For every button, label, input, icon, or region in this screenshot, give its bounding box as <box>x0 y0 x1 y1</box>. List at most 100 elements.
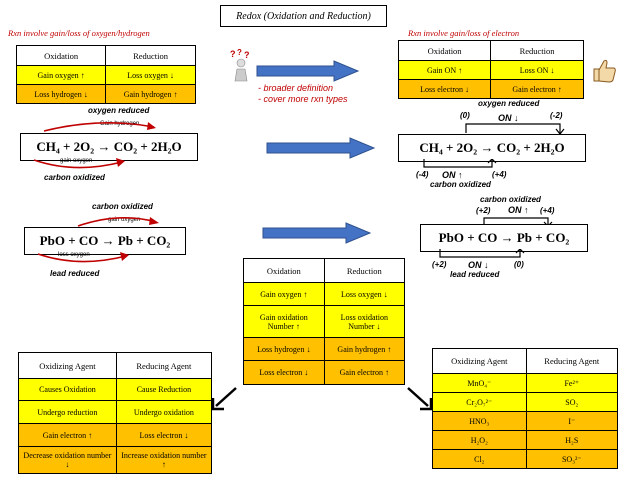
arrow-right-icon <box>256 60 360 82</box>
right-heading: Rxn involve gain/loss of electron <box>408 28 520 38</box>
curved-arrow-icon <box>43 122 156 132</box>
bracket-line <box>439 249 525 258</box>
table-cell: Fe²⁺ <box>525 373 619 393</box>
svg-text:?: ? <box>230 49 236 59</box>
table-cell: Loss hydrogen ↓ <box>15 84 107 104</box>
eq1-left-bottom-label: carbon oxidized <box>44 173 105 182</box>
table-cell: Loss electron ↓ <box>397 79 492 99</box>
eq2-right-on: ON ↑ <box>508 205 529 215</box>
arrow-down-right-icon <box>407 387 433 411</box>
table-cell: Loss oxygen ↓ <box>105 65 196 85</box>
table-cell: Loss oxygen ↓ <box>323 282 406 306</box>
table-header: Oxidizing Agent <box>432 348 527 374</box>
table-cell: Loss electron ↓ <box>115 423 213 447</box>
eq1-left-top-small: Gain hydrogen <box>100 121 140 127</box>
eq1-right-num: (+4) <box>492 170 507 179</box>
eq1-left-top-label: oxygen reduced <box>88 106 150 115</box>
eq2-right-box: PbO + CO → Pb + CO₂ <box>420 224 588 252</box>
bracket-line <box>423 159 497 168</box>
curved-arrow-icon <box>33 158 125 169</box>
table-cell: Gain electron ↑ <box>323 360 406 385</box>
table-cell: Gain oxygen ↑ <box>15 65 107 85</box>
eq2-left-top-label: carbon oxidized <box>92 202 153 211</box>
table-cell: I⁻ <box>525 411 619 431</box>
note-line: - cover more rxn types <box>258 94 348 104</box>
arrow-right-icon <box>262 222 372 244</box>
equation-text: PbO + CO → Pb + CO₂ <box>438 230 570 245</box>
table-cell: Loss hydrogen ↓ <box>243 337 325 361</box>
eq1-left-box: CH₄ + 2O₂ → CO₂ + 2H₂O <box>20 133 198 161</box>
table-cell: Gain oxidation Number ↑ <box>243 305 325 338</box>
bracket-line <box>483 217 553 226</box>
table-cell: Undergo oxidation <box>115 400 213 424</box>
table-cell: Gain oxygen ↑ <box>243 282 325 306</box>
eq1-left-bottom-small: gain oxygen <box>60 158 93 164</box>
eq2-left-bottom-small: loss oxygen <box>58 252 90 258</box>
table-cell: Gain ON ↑ <box>397 60 492 80</box>
table-cell: Undergo reduction <box>18 400 117 424</box>
table-cell: Cl₂ <box>432 449 527 469</box>
eq1-right-num: (0) <box>460 111 470 120</box>
thumbs-up-icon <box>593 59 616 83</box>
table-header: Oxidation <box>15 45 107 66</box>
equation-text: CH₄ + 2O₂ → CO₂ + 2H₂O <box>36 139 182 154</box>
bracket-line <box>465 123 565 134</box>
arrow-down-left-icon <box>211 387 237 411</box>
curved-arrow-icon <box>77 217 159 227</box>
table-header: Oxidizing Agent <box>18 352 117 379</box>
table-header: Reducing Agent <box>115 352 213 379</box>
table-cell: Gain electron ↑ <box>18 423 117 447</box>
eq2-right-num: (+4) <box>540 206 555 215</box>
note-line: - broader definition <box>258 83 334 93</box>
svg-text:?: ? <box>244 50 250 60</box>
equation-text: CH₄ + 2O₂ → CO₂ + 2H₂O <box>419 140 565 155</box>
table-cell: MnO₄⁻ <box>432 373 527 393</box>
table-cell: H₂O₂ <box>432 430 527 450</box>
eq2-left-box: PbO + CO → Pb + CO₂ <box>24 227 186 255</box>
table-cell: SO₂ <box>525 392 619 412</box>
table-cell: Loss oxidation Number ↓ <box>323 305 406 338</box>
eq1-right-num: (-2) <box>550 111 563 120</box>
table-cell: Cause Reduction <box>115 378 213 401</box>
eq1-right-bottom-label: carbon oxidized <box>430 180 491 189</box>
eq1-right-box: CH₄ + 2O₂ → CO₂ + 2H₂O <box>398 134 586 162</box>
eq2-right-num: (+2) <box>432 260 447 269</box>
table-cell: Decrease oxidation number ↓ <box>18 446 117 474</box>
eq2-right-bottom-label: lead reduced <box>450 270 500 279</box>
title-text: Redox (Oxidation and Reduction) <box>236 10 371 22</box>
eq1-right-top-label: oxygen reduced <box>478 99 540 108</box>
table-cell: Cr₂O₇²⁻ <box>432 392 527 412</box>
left-heading: Rxn involve gain/loss of oxygen/hydrogen <box>8 28 150 38</box>
eq1-right-on: ON ↑ <box>442 170 463 180</box>
table-header: Reduction <box>490 40 584 61</box>
svg-text:?: ? <box>237 48 242 57</box>
table-cell: Gain electron ↑ <box>490 79 584 99</box>
eq2-left-bottom-label: lead reduced <box>50 269 100 278</box>
table-cell: H₂S <box>525 430 619 450</box>
table-header: Oxidation <box>243 258 325 283</box>
table-cell: Loss ON ↓ <box>490 60 584 80</box>
eq2-right-num: (+2) <box>476 206 491 215</box>
arrow-right-icon <box>266 137 376 159</box>
table-header: Reducing Agent <box>525 348 619 374</box>
page-title: Redox (Oxidation and Reduction) <box>220 5 387 27</box>
table-header: Reduction <box>105 45 196 66</box>
eq2-left-top-small: gain oxygen <box>108 217 141 223</box>
eq2-right-top-label: carbon oxidized <box>480 195 541 204</box>
table-cell: HNO₃ <box>432 411 527 431</box>
equation-text: PbO + CO → Pb + CO₂ <box>39 233 171 248</box>
eq1-right-on: ON ↓ <box>498 113 519 123</box>
table-header: Reduction <box>323 258 406 283</box>
table-cell: SO₃²⁻ <box>525 449 619 469</box>
table-cell: Increase oxidation number ↑ <box>115 446 213 474</box>
eq2-right-num: (0) <box>514 260 524 269</box>
eq1-right-num: (-4) <box>416 170 429 179</box>
curved-arrow-icon <box>37 252 129 263</box>
table-cell: Causes Oxidation <box>18 378 117 401</box>
table-cell: Gain hydrogen ↑ <box>323 337 406 361</box>
